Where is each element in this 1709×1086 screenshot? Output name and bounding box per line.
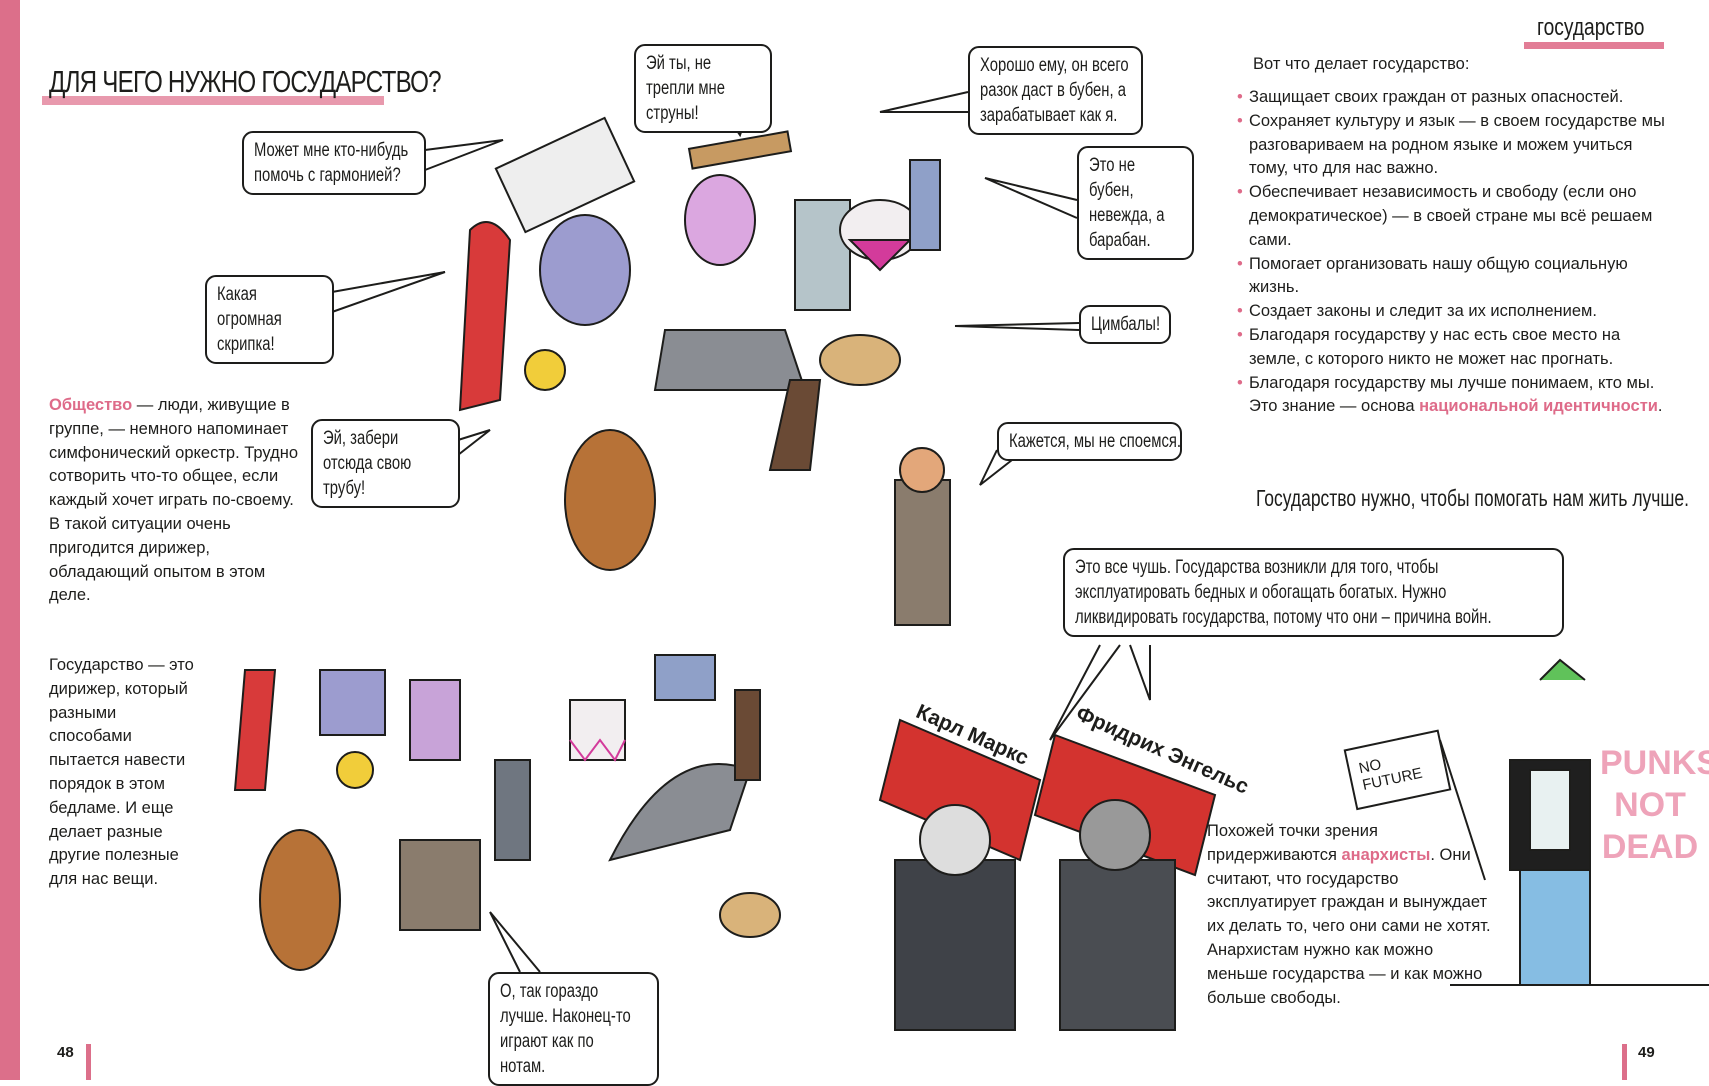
page-number-left: 48 [57, 1044, 74, 1061]
list-item: Обеспечивает независимость и свободу (ес… [1237, 181, 1667, 252]
list-item: Помогает организовать нашу общую социаль… [1237, 253, 1667, 301]
punchline: Государство нужно, чтобы помогать нам жи… [1256, 485, 1689, 511]
page-number-bar [86, 1044, 91, 1080]
identity-term: национальной идентичности [1419, 397, 1658, 416]
speech-bubble-tambourine: Хорошо ему, он всего разок даст в бубен,… [968, 46, 1143, 135]
society-paragraph: Общество — люди, живущие в группе, — нем… [49, 396, 298, 605]
speech-bubble-violin: Какая огромная скрипка! [205, 275, 334, 364]
state-paragraph: Государство — это дирижер, который разны… [49, 656, 194, 889]
intro-text: Вот что делает государство: [1253, 55, 1470, 73]
society-term: Общество [49, 396, 133, 414]
speech-bubble-better: О, так гораздо лучше. Наконец-то играют … [488, 972, 659, 1086]
page-title: ДЛЯ ЧЕГО НУЖНО ГОСУДАРСТВО? [49, 64, 442, 99]
drummer [909, 159, 941, 251]
state-functions-list: Защищает своих граждан от разных опаснос… [1237, 86, 1667, 419]
guitar [687, 130, 793, 170]
punk-illustration [1343, 658, 1709, 986]
guitarist [684, 174, 756, 266]
list-item: Сохраняет культуру и язык — в своем госу… [1237, 110, 1667, 181]
page-number-right: 49 [1638, 1044, 1655, 1061]
ordered-orchestra [233, 654, 781, 971]
speech-bubble-marx: Это все чушь. Государства возникли для т… [1063, 548, 1564, 637]
saxophonist [768, 379, 822, 471]
marx-engels-illustration [878, 718, 1217, 1031]
double-bass [564, 429, 656, 571]
speech-bubble-conductor: Кажется, мы не споемся. [997, 422, 1182, 461]
tuba [524, 349, 566, 391]
section-label: государство [1537, 14, 1645, 41]
piano [653, 329, 807, 391]
section-underline [1524, 42, 1664, 49]
speech-bubble-drum: Это не бубен, невежда, а барабан. [1077, 146, 1194, 260]
speech-bubble-cymbals: Цимбалы! [1079, 305, 1171, 344]
bubble-tails [331, 91, 1151, 973]
accordion [494, 116, 636, 234]
anarchists-paragraph: Похожей точки зрения придерживаются анар… [1207, 822, 1491, 1007]
anarchists-term: анархисты [1341, 845, 1431, 864]
list-item: Создает законы и следит за их исполнение… [1237, 300, 1667, 324]
conductor-figure [894, 479, 951, 626]
singer [539, 214, 631, 326]
list-item: Защищает своих граждан от разных опаснос… [1237, 86, 1667, 110]
chaotic-orchestra [458, 116, 951, 626]
bass-drummer [794, 199, 851, 311]
lute-player [819, 334, 901, 386]
title-underline [42, 96, 384, 105]
speech-bubble-harmonica: Может мне кто-нибудь помочь с гармонией? [242, 131, 426, 195]
speech-bubble-trumpet: Эй, забери отсюда свою трубу! [311, 419, 460, 508]
speech-bubble-strings: Эй ты, не трепли мне струны! [634, 44, 772, 133]
page-number-bar [1622, 1044, 1627, 1080]
violinist-red-dress [458, 221, 512, 412]
page-edge-bar [0, 0, 20, 1080]
list-item: Благодаря государству у нас есть свое ме… [1237, 324, 1667, 372]
punks-graffiti: PUNKS NOT DEAD [1600, 744, 1709, 866]
list-item: Благодаря государству мы лучше понимаем,… [1237, 372, 1667, 420]
